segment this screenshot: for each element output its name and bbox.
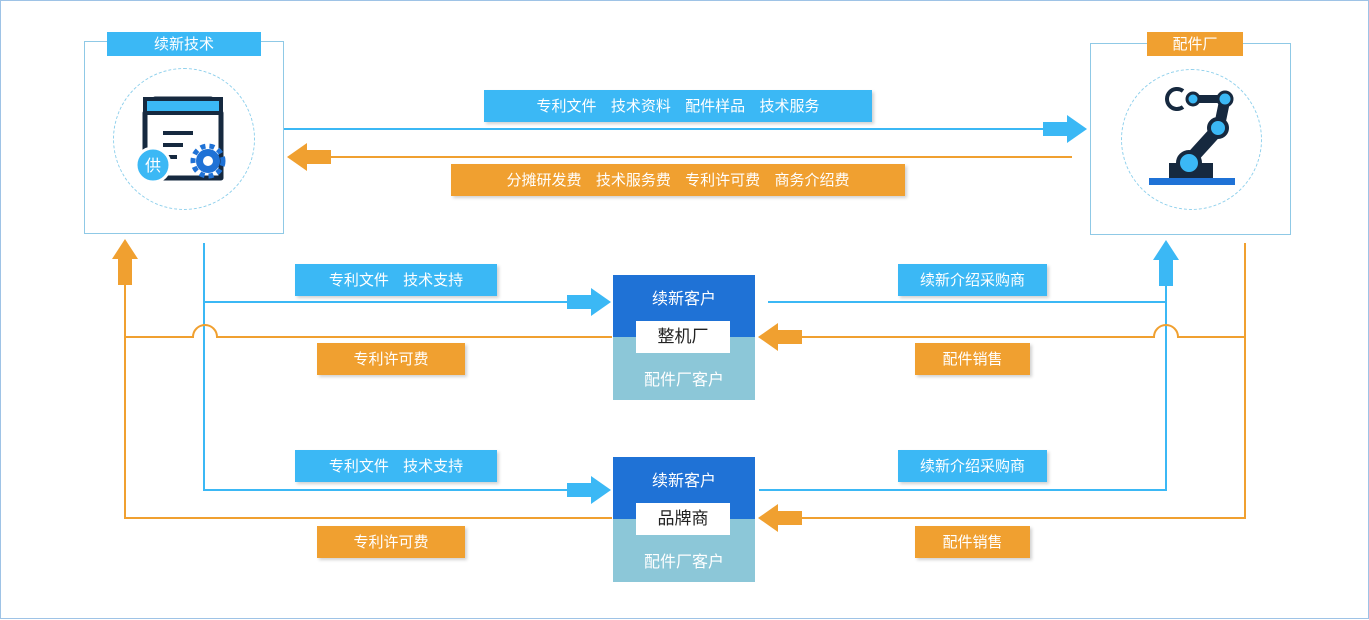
factory-title: 配件厂 <box>1147 32 1243 56</box>
arrow-up-factory <box>1153 240 1179 286</box>
factory-blue-branch <box>759 286 1167 491</box>
supplier-badge: 供 <box>144 156 161 175</box>
c2-left-blue-label: 专利文件 技术支持 <box>295 450 497 482</box>
c1-right-blue-label: 续新介绍采购商 <box>898 264 1047 296</box>
supplier-orange-return <box>124 283 612 519</box>
robot-arm-icon <box>1149 87 1235 185</box>
customer-node-1: 续新客户 配件厂客户 整机厂 <box>613 275 755 400</box>
arrow-to-customer-2-orange <box>758 504 802 532</box>
supplier-title: 续新技术 <box>107 32 261 56</box>
c2-right-blue-label: 续新介绍采购商 <box>898 450 1047 482</box>
c2-right-orange-label: 配件销售 <box>915 526 1030 558</box>
top-backward-label: 分摊研发费 技术服务费 专利许可费 商务介绍费 <box>451 164 905 196</box>
top-backward-arrow <box>287 143 331 171</box>
c1-left-orange-label: 专利许可费 <box>317 343 465 375</box>
supplier-icon <box>134 96 226 184</box>
arrow-to-customer-1-orange <box>758 323 802 351</box>
top-forward-arrow <box>1043 115 1087 143</box>
customer-2-type: 品牌商 <box>636 503 730 535</box>
supplier-icon-circle <box>113 68 255 210</box>
arrow-to-customer-1 <box>567 288 611 316</box>
factory-icon-circle <box>1121 69 1262 210</box>
customer-1-type: 整机厂 <box>636 321 730 353</box>
factory-orange-branch <box>801 243 1246 519</box>
c2-left-orange-label: 专利许可费 <box>317 526 465 558</box>
customer-node-2: 续新客户 配件厂客户 品牌商 <box>613 457 755 582</box>
c1-right-orange-label: 配件销售 <box>915 343 1030 375</box>
c1-left-blue-label: 专利文件 技术支持 <box>295 264 497 296</box>
arrow-up-supplier <box>112 239 138 285</box>
arrow-to-customer-2 <box>567 476 611 504</box>
top-forward-label: 专利文件 技术资料 配件样品 技术服务 <box>484 90 872 122</box>
